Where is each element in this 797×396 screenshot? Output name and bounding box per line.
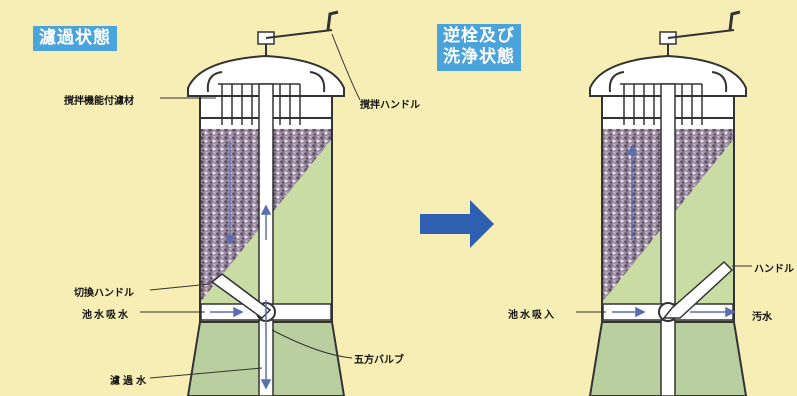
label-pond-water-intake-left: 池水吸水 bbox=[82, 310, 130, 321]
label-dirty-water: 汚水 bbox=[752, 312, 772, 323]
left-tank-lid bbox=[187, 54, 345, 97]
right-stirring-handle-crank bbox=[667, 10, 741, 39]
right-switch-handle bbox=[662, 260, 734, 319]
filtration-state-title: 濾過状態 bbox=[33, 26, 117, 52]
transition-arrow bbox=[420, 200, 494, 248]
label-stirring-handle: 撹拌ハンドル bbox=[360, 100, 420, 111]
backwash-title-line1: 逆栓及び bbox=[443, 26, 515, 46]
label-five-way-valve: 五方バルブ bbox=[354, 355, 404, 366]
label-stirring-filter: 撹拌機能付濾材 bbox=[64, 96, 134, 107]
backwash-title-line2: 洗浄状態 bbox=[443, 47, 515, 68]
left-switch-handle bbox=[210, 273, 272, 319]
right-tank bbox=[588, 31, 748, 396]
right-tank-lid bbox=[589, 54, 747, 97]
label-handle: ハンドル bbox=[754, 264, 794, 275]
left-stirring-handle-crank bbox=[265, 10, 339, 39]
label-switch-handle: 切換ハンドル bbox=[74, 288, 134, 299]
label-pond-water-intake-right: 池水吸入 bbox=[508, 310, 556, 321]
label-filtered-water: 濾過水 bbox=[110, 376, 149, 387]
left-tank bbox=[186, 31, 346, 396]
backwash-state-title: 逆栓及び 洗浄状態 bbox=[437, 24, 521, 71]
